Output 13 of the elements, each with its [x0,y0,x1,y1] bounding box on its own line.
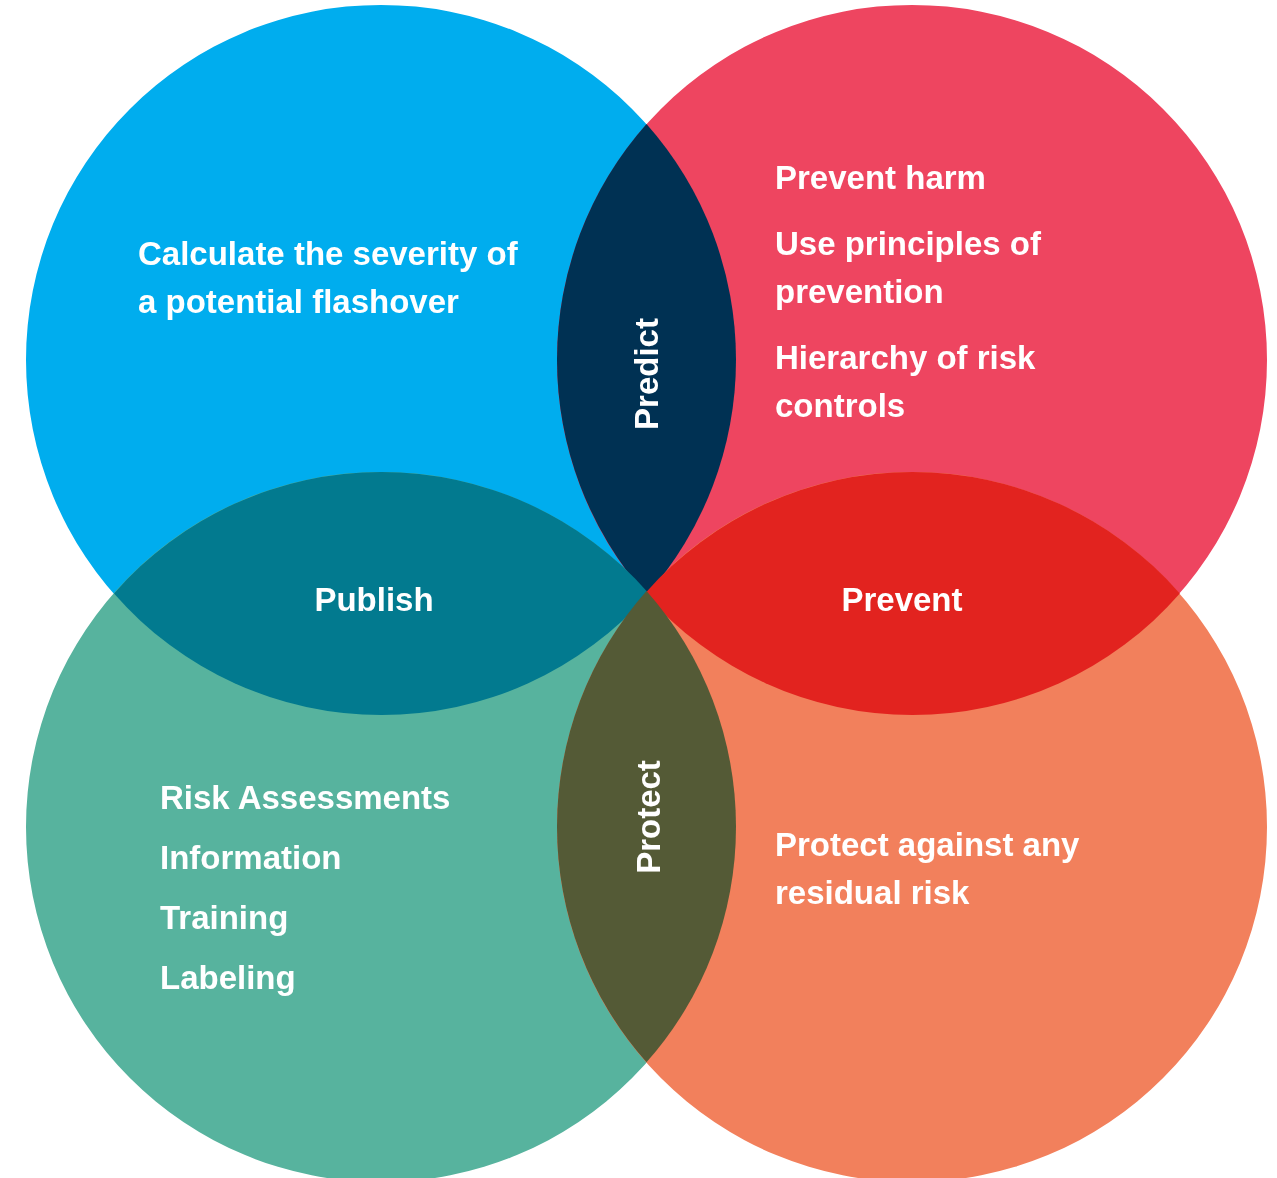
region-text: Use principles of prevention [775,224,1042,312]
region-text: Training [160,898,290,938]
region-text: Hierarchy of risk controls [775,338,1037,426]
overlap-label: Prevent [841,579,963,620]
region-text: Protect against any residual risk [775,825,1081,913]
region-text: Prevent harm [775,158,987,198]
region-text: Risk Assessments [160,778,452,818]
overlap-label: Predict [626,318,666,430]
region-text: Information [160,838,343,878]
overlap-label: Protect [628,760,668,874]
overlap-label: Publish [314,579,434,620]
region-text: Labeling [160,958,297,998]
region-text: Calculate the severity of a potential flashover [138,234,519,322]
